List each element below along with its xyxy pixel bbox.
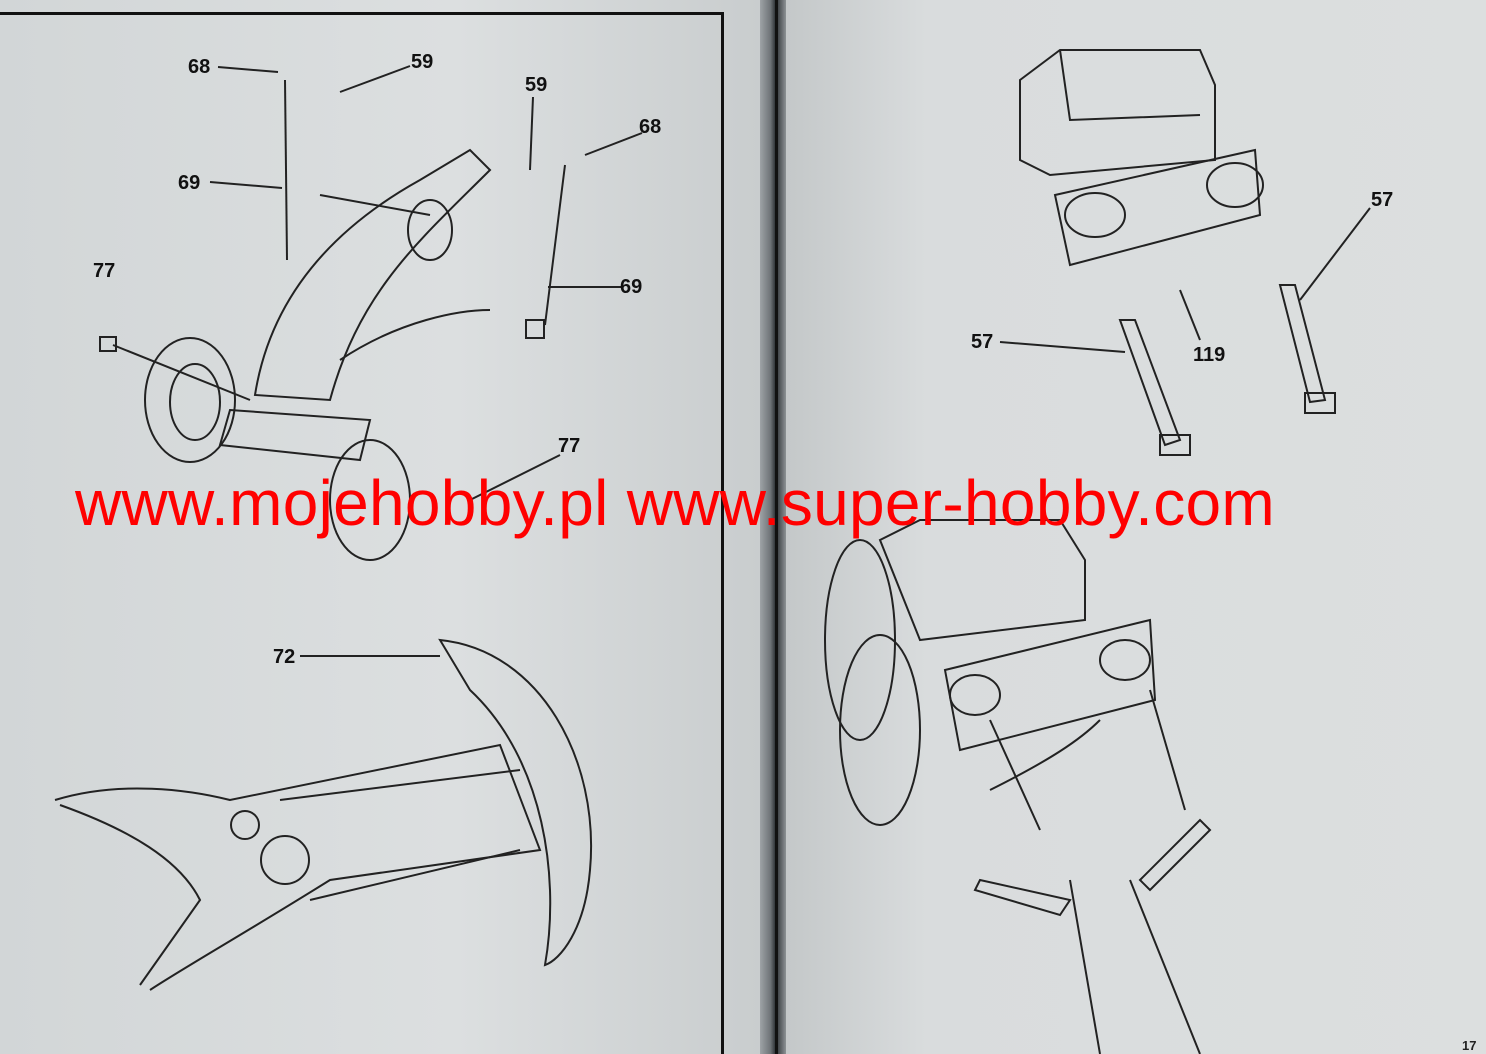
watermark: www.mojehobby.pl www.super-hobby.com xyxy=(75,467,1276,539)
callout-57: 57 xyxy=(1371,189,1394,211)
right-instruction-page xyxy=(786,0,1486,1054)
page-frame-right xyxy=(721,12,724,1054)
callout-72: 72 xyxy=(273,646,296,668)
page-frame-left-edge xyxy=(775,0,778,1054)
callout-77: 77 xyxy=(93,260,116,282)
callout-57: 57 xyxy=(971,331,994,353)
axle-assembly-drawing xyxy=(99,65,643,561)
callout-68: 68 xyxy=(639,116,662,138)
callout-59: 59 xyxy=(525,74,548,96)
callout-119: 119 xyxy=(1193,344,1226,366)
left-instruction-page xyxy=(0,0,760,1054)
callout-69: 69 xyxy=(620,276,643,298)
callout-69: 69 xyxy=(178,172,201,194)
shield-assembly-drawing xyxy=(999,49,1371,456)
callout-59: 59 xyxy=(411,51,434,73)
page-number: 17 xyxy=(1462,1038,1477,1053)
carriage-assembly-drawing xyxy=(824,519,1212,1054)
callout-77: 77 xyxy=(558,435,581,457)
callout-68: 68 xyxy=(188,56,211,78)
booklet-spine xyxy=(760,0,786,1054)
page-frame-top xyxy=(0,12,724,15)
elevation-arc-drawing xyxy=(54,638,593,991)
